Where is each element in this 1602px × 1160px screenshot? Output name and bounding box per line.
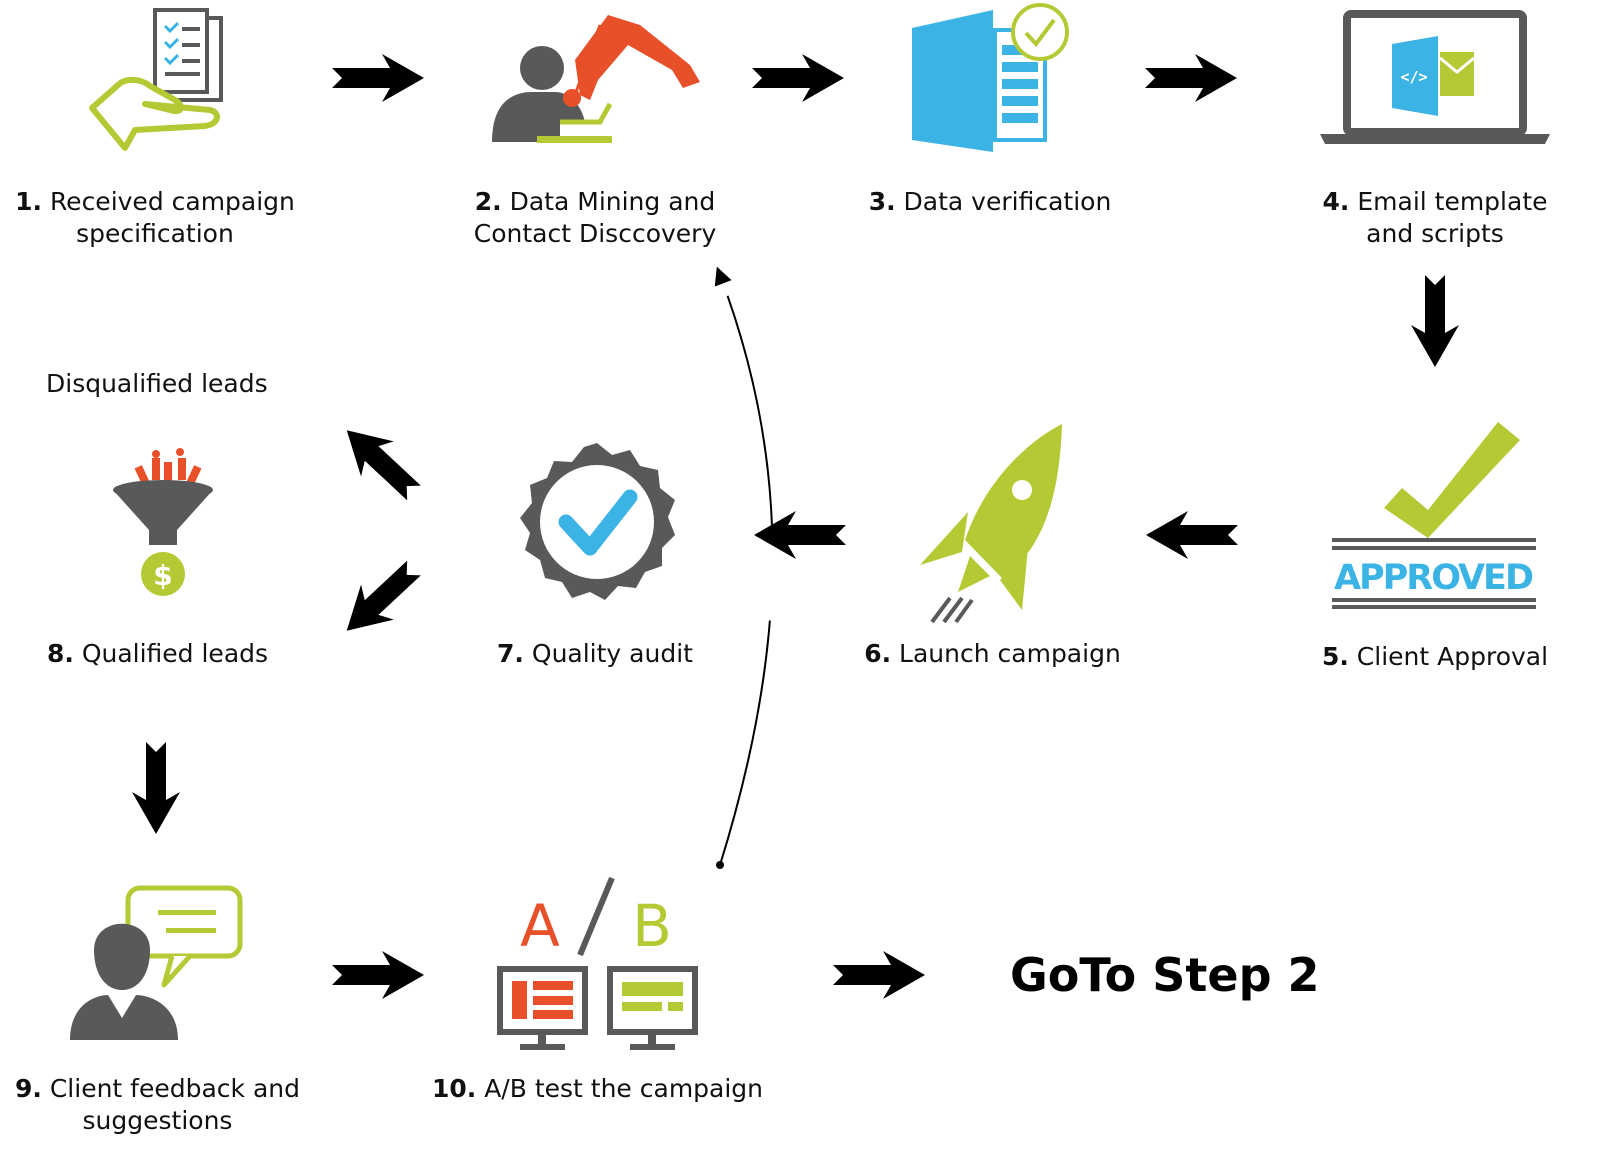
arrow-7-to-8	[330, 550, 431, 649]
person-speech-bubble-icon	[70, 885, 243, 1040]
arrow-8-to-9	[132, 742, 180, 834]
step-2-text-line2: Contact Disccovery	[473, 219, 717, 248]
step-5-label: 5. Client Approval	[1310, 641, 1560, 673]
step-7-label: 7. Quality audit	[480, 638, 710, 670]
step-6-text: Launch campaign	[899, 639, 1121, 668]
arrow-5-to-6	[1146, 511, 1238, 559]
step-4-label: 4. Email template and scripts	[1310, 186, 1560, 250]
step-3-text: Data verification	[903, 187, 1112, 216]
step-8-text: Qualified leads	[81, 639, 269, 668]
step-4-text: Email template	[1357, 187, 1548, 216]
return-arrow-origin-dot	[716, 861, 724, 869]
arrow-4-to-5	[1411, 275, 1459, 367]
arrow-6-to-7	[754, 511, 846, 559]
step-9-label: 9. Client feedback and suggestions	[0, 1073, 315, 1137]
step-6-number: 6.	[864, 639, 892, 668]
verified-document-icon	[912, 3, 1069, 152]
step-2-label: 2. Data Mining and Contact Disccovery	[445, 186, 745, 250]
step-10-label: 10. A/B test the campaign	[420, 1073, 775, 1105]
svg-text:</>: </>	[1400, 68, 1427, 86]
step-7-number: 7.	[497, 639, 524, 668]
ab-letter-a: A	[520, 892, 560, 960]
approved-stamp-text: APPROVED	[1334, 558, 1534, 598]
goto-step-2-label: GoTo Step 2	[1010, 948, 1320, 1002]
step-10-number: 10.	[431, 1074, 477, 1103]
svg-text:$: $	[153, 559, 172, 592]
hand-document-icon	[89, 8, 223, 151]
return-arrow-10-to-2	[714, 266, 774, 866]
arrow-9-to-10	[332, 951, 424, 999]
data-mining-excavator-icon	[492, 15, 700, 143]
approved-stamp-icon: APPROVED	[1332, 422, 1536, 609]
funnel-dollar-icon: $	[113, 448, 213, 596]
rocket-icon	[920, 424, 1062, 624]
step-5-text: Client Approval	[1356, 642, 1549, 671]
step-6-label: 6. Launch campaign	[850, 638, 1135, 670]
disqualified-leads-label: Disqualified leads	[46, 369, 268, 398]
step-3-number: 3.	[868, 187, 896, 216]
arrow-2-to-3	[752, 54, 844, 102]
step-5-number: 5.	[1321, 642, 1349, 671]
step-9-text-line2: suggestions	[82, 1106, 233, 1135]
ab-letter-b: B	[632, 892, 672, 960]
gear-checkmark-icon	[520, 443, 675, 600]
arrow-3-to-4	[1145, 54, 1237, 102]
step-1-label: 1. Received campaign specification	[5, 186, 305, 250]
step-10-text: A/B test the campaign	[484, 1074, 764, 1103]
arrow-10-to-goto	[833, 951, 925, 999]
step-8-number: 8.	[46, 639, 74, 668]
laptop-email-template-icon: </>	[1320, 10, 1550, 144]
ab-test-monitors-icon: A B	[497, 876, 698, 1050]
step-4-number: 4.	[1322, 187, 1350, 216]
step-9-text: Client feedback and	[49, 1074, 300, 1103]
step-1-text: Received campaign	[49, 187, 295, 216]
arrow-7-to-disqualified	[330, 412, 431, 511]
step-7-text: Quality audit	[531, 639, 693, 668]
step-4-text-line2: and scripts	[1366, 219, 1504, 248]
step-2-number: 2.	[474, 187, 502, 216]
step-1-number: 1.	[15, 187, 42, 216]
step-3-label: 3. Data verification	[850, 186, 1130, 218]
step-2-text: Data Mining and	[509, 187, 716, 216]
step-1-text-line2: specification	[76, 219, 234, 248]
arrow-1-to-2	[332, 54, 424, 102]
step-8-label: 8. Qualified leads	[30, 638, 285, 670]
step-9-number: 9.	[14, 1074, 42, 1103]
